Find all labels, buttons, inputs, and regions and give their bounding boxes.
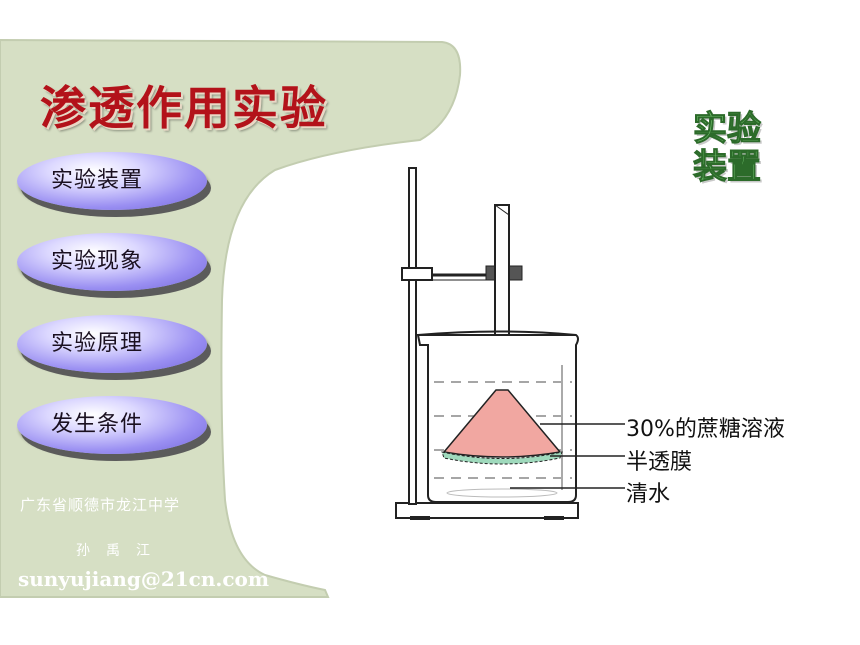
nav-button-label: 实验现象: [50, 249, 143, 274]
section-heading-line2: 装置: [693, 147, 762, 187]
stand-rod: [408, 167, 417, 505]
sucrose-label: 30%的蔗糖溶液: [626, 417, 785, 442]
water-label: 清水: [626, 482, 671, 507]
osmosis-apparatus-diagram: [395, 167, 625, 520]
nav-button-principle[interactable]: 实验原理: [17, 315, 207, 373]
author-email: sunyujiang@21cn.com: [18, 567, 270, 591]
page-title: 渗透作用实验: [40, 81, 328, 135]
nav-button-conditions[interactable]: 发生条件: [17, 396, 207, 454]
semipermeable-membrane: [441, 451, 563, 465]
sucrose-solution-funnel: [442, 389, 562, 458]
membrane-label: 半透膜: [626, 450, 693, 475]
section-heading: 实验 装置: [693, 109, 785, 187]
nav-button-label: 实验原理: [50, 331, 143, 356]
nav-button-label: 发生条件: [50, 412, 143, 437]
nav-button-phenomenon[interactable]: 实验现象: [17, 233, 207, 291]
nav-button-apparatus[interactable]: 实验装置: [17, 152, 207, 210]
nav-button-label: 实验装置: [50, 168, 143, 193]
school-name: 广东省顺德市龙江中学: [20, 496, 181, 514]
stand-base: [395, 502, 579, 519]
section-heading-line1: 实验: [693, 109, 762, 149]
author-name: 孙禹江: [76, 543, 166, 559]
